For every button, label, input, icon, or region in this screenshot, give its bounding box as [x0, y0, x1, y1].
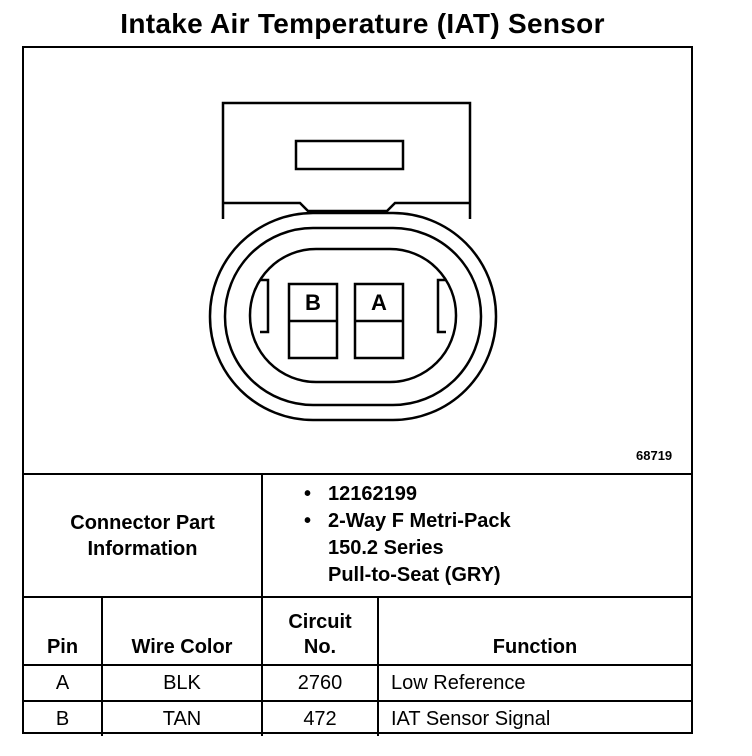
connector-drawing: B A: [208, 101, 498, 422]
latch-housing: [221, 101, 472, 219]
header-pin: Pin: [24, 598, 103, 666]
header-wire-color: Wire Color: [101, 598, 263, 666]
diagram-number: 68719: [636, 448, 673, 463]
right-key-rib: [436, 278, 446, 334]
cell-function: IAT Sensor Signal: [377, 700, 691, 736]
connector-part-info: Connector Part Information • 12162199 • …: [24, 475, 691, 598]
connector-diagram: B A 68719: [24, 48, 691, 475]
cell-pin: B: [24, 700, 103, 736]
cell-function: Low Reference: [377, 664, 691, 702]
connector-info-label: Connector Part Information: [24, 475, 263, 596]
cell-wire-color: BLK: [101, 664, 263, 702]
cell-pin: A: [24, 664, 103, 702]
header-function: Function: [377, 598, 691, 666]
table-header-row: Pin Wire Color Circuit No. Function: [24, 598, 691, 666]
list-item: • 12162199: [264, 481, 684, 508]
pin-a-label: A: [371, 290, 387, 315]
connector-info-label-line2: Information: [87, 537, 198, 560]
header-circuit-line2: No.: [303, 636, 337, 658]
connector-inner-shell: [223, 226, 483, 407]
connector-info-list: • 12162199 • 2-Way F Metri-Pack 150.2 Se…: [264, 481, 684, 589]
cell-circuit: 472: [261, 700, 379, 736]
connector-outer-shell: [208, 211, 498, 422]
page-title: Intake Air Temperature (IAT) Sensor: [120, 8, 605, 39]
left-key-rib: [260, 278, 270, 334]
pin-cavity: [248, 247, 458, 384]
bullet-icon: •: [304, 483, 312, 505]
header-circuit-no: Circuit No.: [261, 598, 379, 666]
sensor-sheet: B A 68719 Connector Part Information • 1…: [22, 46, 693, 736]
latch-window: [294, 139, 405, 171]
connector-seat-line: Pull-to-Seat (GRY): [328, 564, 501, 586]
cell-circuit: 2760: [261, 664, 379, 702]
list-item: • 2-Way F Metri-Pack 150.2 Series Pull-t…: [264, 508, 684, 589]
cell-wire-color: TAN: [101, 700, 263, 736]
pinout-table: Pin Wire Color Circuit No. Function A BL…: [24, 598, 691, 736]
table-row: A BLK 2760 Low Reference: [24, 664, 691, 702]
table-row: B TAN 472 IAT Sensor Signal: [24, 700, 691, 736]
header-circuit-line1: Circuit: [288, 611, 352, 633]
pin-b-label: B: [305, 290, 321, 315]
connector-info-label-line1: Connector Part: [70, 511, 215, 534]
bullet-icon: •: [304, 510, 312, 532]
latch-hinge: [223, 201, 470, 213]
connector-series-line: 150.2 Series: [328, 537, 444, 559]
connector-type-line: 2-Way F Metri-Pack: [328, 510, 511, 532]
part-number: 12162199: [328, 483, 417, 505]
